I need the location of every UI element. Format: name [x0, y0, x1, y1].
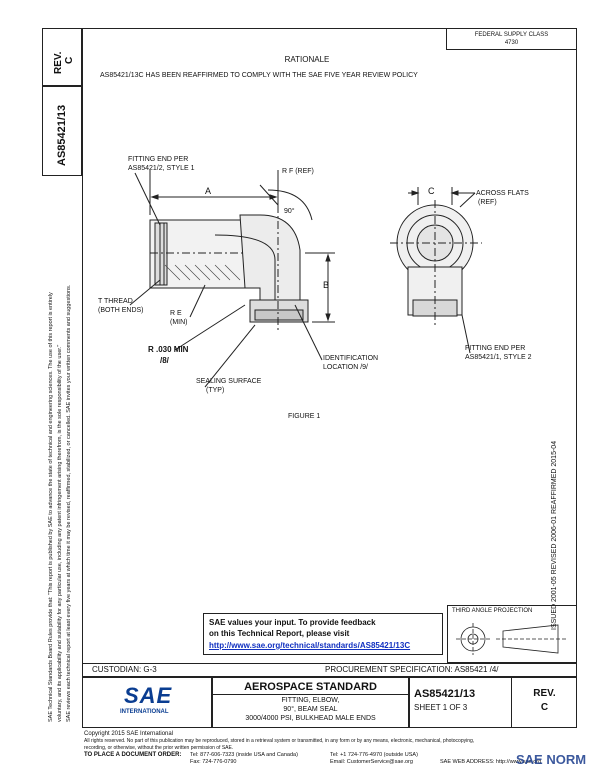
label-r030-b: /8/	[160, 356, 169, 365]
footer-web[interactable]: SAE WEB ADDRESS: http://www.sae.org	[440, 759, 542, 765]
label-r030-a: R .030 MIN	[148, 345, 189, 354]
label-dim-b: B	[323, 280, 330, 290]
label-dim-c: C	[428, 186, 435, 196]
feedback-line-2: on this Technical Report, please visit	[209, 629, 350, 638]
label-across-flats-b: (REF)	[478, 199, 497, 206]
label-t-thread-a: T THREAD	[98, 298, 133, 305]
left-rev-value: C	[64, 56, 75, 64]
fsc-code: 4730	[504, 40, 519, 46]
doc-title-3: 3000/4000 PSI, BULKHEAD MALE ENDS	[245, 715, 376, 722]
feedback-line-1: SAE values your input. To provide feedba…	[209, 618, 376, 627]
label-ident-b: LOCATION /9/	[323, 364, 368, 371]
label-re-b: (MIN)	[170, 319, 188, 326]
rationale-text: AS85421/13C HAS BEEN REAFFIRMED TO COMPL…	[100, 72, 418, 79]
logo-cell	[82, 677, 212, 728]
footer-email: Email: CustomerService@sae.org	[330, 759, 413, 765]
doc-title-2: 90°, BEAM SEAL	[283, 706, 338, 713]
footer-tel-2: Tel: +1 724-776-4970 (outside USA)	[330, 752, 418, 758]
docnum-cell	[409, 677, 512, 728]
left-docnum-box	[42, 86, 82, 176]
title-cell	[212, 677, 409, 728]
sae-logo: SAE	[124, 683, 173, 708]
label-fitting-end-2a: FITTING END PER	[465, 345, 526, 352]
doc-title-1: FITTING, ELBOW,	[281, 697, 340, 704]
fsc-box	[446, 28, 577, 50]
footer-copyright: Copyright 2015 SAE International	[84, 731, 174, 737]
label-across-flats-a: ACROSS FLATS	[476, 190, 529, 197]
label-angle: 90°	[284, 208, 295, 215]
figure-caption: FIGURE 1	[288, 413, 321, 420]
footer-tel-1: Tel: 877-606-7323 (inside USA and Canada…	[190, 752, 298, 758]
left-rev-box	[42, 28, 82, 86]
label-fitting-end-1b: AS85421/2, STYLE 1	[128, 165, 195, 172]
rev-value: C	[540, 702, 549, 713]
label-dim-a: A	[205, 186, 212, 196]
figure-1-drawing	[129, 170, 482, 388]
label-re-a: R E	[170, 310, 182, 317]
footer-rights: All rights reserved. No part of this pub…	[84, 738, 475, 744]
footer-order-label: TO PLACE A DOCUMENT ORDER:	[84, 752, 182, 758]
rationale-title: RATIONALE	[284, 55, 330, 64]
sheet-number: SHEET 1 OF 3	[414, 703, 468, 712]
feedback-link[interactable]: http://www.sae.org/technical/standards/A…	[209, 641, 411, 650]
label-fitting-end-2b: AS85421/1, STYLE 2	[465, 354, 532, 361]
disclaimer-line-3: SAE reviews each technical report at lea…	[66, 284, 72, 722]
left-rev-label: REV.	[53, 51, 64, 74]
label-sealing-b: (TYP)	[206, 387, 225, 394]
label-fitting-end-1a: FITTING END PER	[128, 156, 189, 163]
disclaimer-line-1: SAE Technical Standards Board Rules prov…	[48, 292, 54, 722]
issue-dates: ISSUED 2001-05 REVISED 2006-01 REAFFIRME…	[551, 440, 558, 630]
fsc-label: FEDERAL SUPPLY CLASS	[474, 32, 549, 38]
custodian-row	[82, 663, 577, 677]
sae-logo-sub: INTERNATIONAL	[120, 709, 169, 715]
custodian-label: CUSTODIAN: G-3	[92, 665, 157, 674]
rev-label: REV.	[533, 688, 556, 699]
footer-fax: Fax: 724-776-0790	[190, 759, 237, 765]
label-t-thread-b: (BOTH ENDS)	[98, 307, 144, 314]
label-ident-a: IDENTIFICATION	[323, 355, 379, 362]
feedback-box	[203, 613, 443, 655]
projection-symbol-icon	[456, 623, 566, 655]
procurement-label: PROCUREMENT SPECIFICATION: AS85421 /4/	[325, 665, 499, 674]
sae-norm-watermark: SAE NORM	[516, 752, 587, 767]
footer-rights-2: recording, or otherwise, without the pri…	[84, 745, 234, 751]
aerospace-standard: AEROSPACE STANDARD	[244, 681, 377, 693]
disclaimer-line-2: voluntary, and its applicability and sui…	[57, 344, 63, 722]
label-rf: R F (REF)	[282, 168, 314, 175]
doc-number: AS85421/13	[414, 688, 476, 700]
projection-label: THIRD ANGLE PROJECTION	[452, 608, 533, 614]
title-divider	[212, 694, 409, 695]
projection-box	[447, 605, 577, 663]
label-sealing-a: SEALING SURFACE	[196, 378, 262, 385]
